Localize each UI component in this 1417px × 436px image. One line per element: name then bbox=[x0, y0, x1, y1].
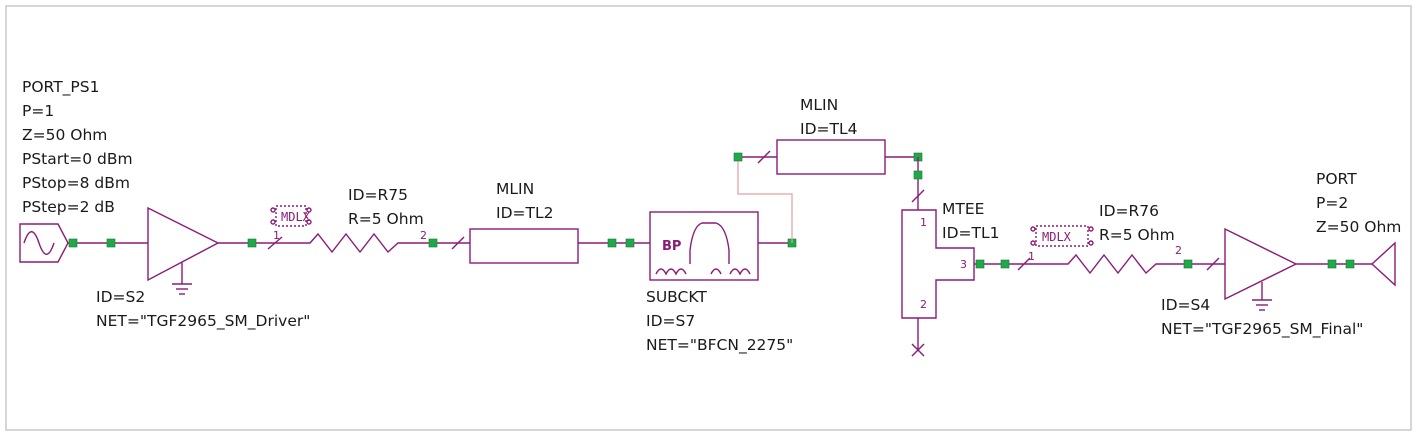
mlin-tl4-symbol[interactable] bbox=[776, 139, 886, 175]
driver-amp-net: NET="TGF2965_SM_Driver" bbox=[96, 312, 310, 331]
tl4-id: ID=TL4 bbox=[800, 120, 857, 138]
tl2-id: ID=TL2 bbox=[496, 204, 553, 222]
node bbox=[1000, 259, 1010, 269]
output-port-symbol[interactable] bbox=[1370, 241, 1396, 287]
tl2-type: MLIN bbox=[496, 180, 534, 198]
tee-type: MTEE bbox=[942, 200, 984, 218]
input-port-pstart: PStart=0 dBm bbox=[22, 150, 133, 168]
r76-id: ID=R76 bbox=[1099, 202, 1159, 220]
resistor-r76-symbol[interactable] bbox=[1030, 253, 1190, 275]
mdlx-2-symbol[interactable] bbox=[1030, 225, 1094, 247]
input-port-pstop: PStop=8 dBm bbox=[22, 174, 130, 192]
r75-id: ID=R75 bbox=[348, 186, 408, 204]
r76-value: R=5 Ohm bbox=[1099, 226, 1175, 244]
node bbox=[975, 259, 985, 269]
open-end-x bbox=[911, 343, 925, 357]
mdlx-2-label: MDLX bbox=[1042, 230, 1072, 244]
bp-label: BP bbox=[662, 239, 681, 254]
node bbox=[428, 238, 438, 248]
node bbox=[607, 238, 617, 248]
final-amplifier-symbol[interactable] bbox=[1224, 227, 1298, 311]
r75-pin-1: 1 bbox=[273, 229, 280, 242]
output-port-name: PORT bbox=[1316, 170, 1357, 188]
node bbox=[1345, 259, 1355, 269]
r76-pin-2: 2 bbox=[1175, 244, 1182, 257]
input-port-name: PORT_PS1 bbox=[22, 78, 99, 97]
final-amp-id: ID=S4 bbox=[1161, 296, 1210, 314]
r75-pin-2: 2 bbox=[420, 229, 427, 242]
mlin-tl2-symbol[interactable] bbox=[469, 228, 579, 264]
pin-tick bbox=[451, 236, 465, 250]
node bbox=[1183, 259, 1193, 269]
node bbox=[1327, 259, 1337, 269]
pin-tick bbox=[1206, 257, 1220, 271]
tee-pin-1: 1 bbox=[920, 216, 927, 229]
node bbox=[68, 238, 78, 248]
pin-tick bbox=[911, 189, 925, 203]
driver-amp-id: ID=S2 bbox=[96, 288, 145, 306]
input-port-symbol[interactable] bbox=[19, 223, 69, 263]
bp-net: NET="BFCN_2275" bbox=[646, 336, 793, 355]
bp-id: ID=S7 bbox=[646, 312, 695, 330]
resistor-r75-symbol[interactable] bbox=[275, 232, 435, 254]
bandpass-filter-symbol[interactable] bbox=[649, 211, 759, 281]
tee-id: ID=TL1 bbox=[942, 224, 999, 242]
final-amp-net: NET="TGF2965_SM_Final" bbox=[1161, 320, 1363, 339]
r75-value: R=5 Ohm bbox=[348, 210, 424, 228]
r76-pin-1: 1 bbox=[1028, 250, 1035, 263]
output-port-number: P=2 bbox=[1316, 194, 1348, 212]
node bbox=[106, 238, 116, 248]
pin-tick bbox=[757, 150, 771, 164]
node bbox=[625, 238, 635, 248]
output-port-impedance: Z=50 Ohm bbox=[1316, 218, 1401, 236]
mdlx-1-label: MDLX bbox=[281, 210, 311, 224]
mtee-tl1-symbol[interactable] bbox=[901, 209, 975, 319]
input-port-pstep: PStep=2 dB bbox=[22, 198, 115, 216]
bp-type: SUBCKT bbox=[646, 288, 707, 306]
node bbox=[913, 170, 923, 180]
driver-amplifier-symbol[interactable] bbox=[147, 206, 220, 295]
wire-bp-tl4 bbox=[737, 157, 793, 243]
tl4-type: MLIN bbox=[800, 96, 838, 114]
input-port-impedance: Z=50 Ohm bbox=[22, 126, 107, 144]
tee-pin-2: 2 bbox=[920, 298, 927, 311]
input-port-number: P=1 bbox=[22, 102, 54, 120]
node bbox=[733, 152, 743, 162]
tee-pin-3: 3 bbox=[960, 258, 967, 271]
pin-tick bbox=[1017, 257, 1031, 271]
mdlx-1-symbol[interactable] bbox=[270, 205, 312, 227]
node bbox=[247, 238, 257, 248]
